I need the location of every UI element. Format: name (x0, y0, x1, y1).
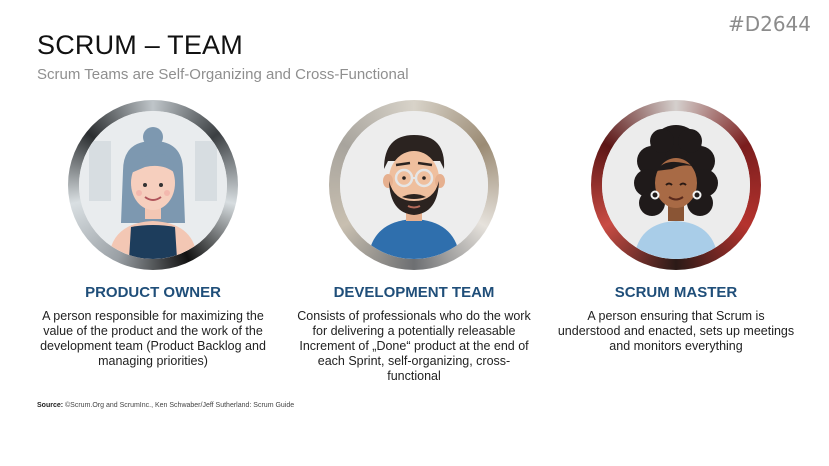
avatar-frame (591, 100, 761, 270)
page-subtitle: Scrum Teams are Self-Organizing and Cros… (37, 66, 409, 83)
source-label: Source: (37, 402, 64, 409)
role-card-development-team: DEVELOPMENT TEAM Consists of professiona… (289, 100, 539, 384)
role-description: A person ensuring that Scrum is understo… (557, 309, 795, 353)
page-title: SCRUM – TEAM (37, 30, 243, 60)
role-description: A person responsible for maximizing the … (40, 309, 266, 368)
source-text: ©Scrum.Org and ScrumInc., Ken Schwaber/J… (65, 402, 295, 409)
bearded-man-glasses-avatar-icon (340, 111, 488, 259)
role-title: SCRUM MASTER (614, 284, 738, 301)
document-code: #D2644 (727, 12, 811, 36)
role-card-scrum-master: SCRUM MASTER A person ensuring that Scru… (551, 100, 801, 354)
role-title: DEVELOPMENT TEAM (333, 284, 495, 301)
role-title: PRODUCT OWNER (85, 284, 221, 301)
woman-bun-avatar-icon (79, 111, 227, 259)
role-card-product-owner: PRODUCT OWNER A person responsible for m… (28, 100, 278, 369)
curly-hair-woman-avatar-icon (602, 111, 750, 259)
avatar-frame (68, 100, 238, 270)
source-note: Source: ©Scrum.Org and ScrumInc., Ken Sc… (37, 402, 294, 409)
role-description: Consists of professionals who do the wor… (297, 309, 531, 383)
avatar-frame (329, 100, 499, 270)
